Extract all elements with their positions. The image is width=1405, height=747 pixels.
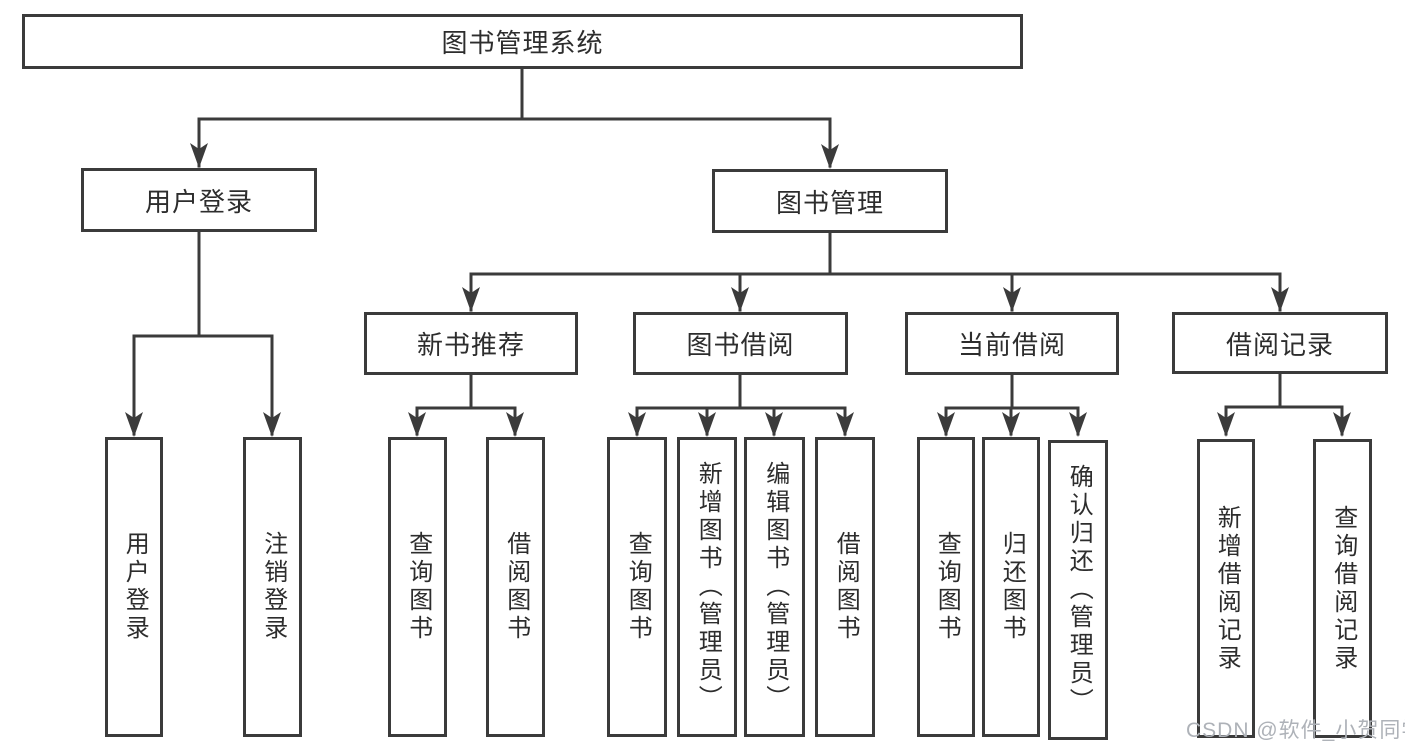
node-label: 图书管理 bbox=[775, 187, 884, 218]
node-label: 图书借阅 bbox=[686, 330, 795, 360]
node-label: 新增借阅记录 bbox=[1213, 504, 1241, 673]
node-add-books-admin: 新增图书（管理员） bbox=[677, 437, 737, 737]
node-borrow-records: 借阅记录 bbox=[1172, 312, 1388, 374]
node-add-borrow-record: 新增借阅记录 bbox=[1197, 439, 1255, 738]
node-label: 查询图书 bbox=[624, 531, 652, 643]
node-logout: 注销登录 bbox=[243, 437, 302, 737]
node-user-login: 用户登录 bbox=[81, 168, 317, 232]
node-borrow-books: 借阅图书 bbox=[815, 437, 875, 737]
node-label: 借阅记录 bbox=[1225, 329, 1334, 360]
node-label: 新书推荐 bbox=[416, 330, 525, 360]
node-label: 确认归还（管理员） bbox=[1065, 464, 1093, 716]
node-new-book-recommend: 新书推荐 bbox=[364, 312, 578, 375]
node-return-books: 归还图书 bbox=[982, 437, 1040, 737]
node-label: 新增图书（管理员） bbox=[694, 461, 722, 713]
node-current-borrow: 当前借阅 bbox=[905, 312, 1119, 375]
node-label: 查询借阅记录 bbox=[1329, 504, 1357, 673]
node-edit-books-admin: 编辑图书（管理员） bbox=[744, 437, 805, 737]
node-book-management: 图书管理 bbox=[712, 169, 948, 233]
node-book-borrow: 图书借阅 bbox=[633, 312, 848, 375]
node-label: 当前借阅 bbox=[957, 330, 1066, 360]
node-label: 注销登录 bbox=[259, 531, 287, 643]
node-label: 查询图书 bbox=[404, 531, 432, 643]
node-query-books-borrow: 查询图书 bbox=[607, 437, 667, 737]
node-library-management-system: 图书管理系统 bbox=[22, 14, 1023, 69]
node-confirm-return-admin: 确认归还（管理员） bbox=[1048, 440, 1108, 740]
node-query-books-current: 查询图书 bbox=[917, 437, 975, 737]
node-label: 图书管理系统 bbox=[441, 28, 604, 58]
node-query-books-recommend: 查询图书 bbox=[388, 437, 447, 737]
node-query-borrow-record: 查询借阅记录 bbox=[1313, 439, 1372, 738]
node-borrow-books-recommend: 借阅图书 bbox=[486, 437, 545, 737]
node-label: 查询图书 bbox=[933, 531, 961, 643]
csdn-watermark: CSDN @软件_小贺同学 bbox=[1186, 719, 1405, 742]
node-user-login-leaf: 用户登录 bbox=[105, 437, 163, 737]
node-label: 归还图书 bbox=[998, 531, 1026, 643]
node-label: 用户登录 bbox=[144, 186, 253, 217]
node-label: 编辑图书（管理员） bbox=[761, 461, 789, 713]
arrowheads bbox=[125, 143, 1351, 437]
node-label: 借阅图书 bbox=[832, 531, 860, 643]
node-label: 用户登录 bbox=[121, 531, 149, 643]
node-label: 借阅图书 bbox=[502, 531, 530, 643]
